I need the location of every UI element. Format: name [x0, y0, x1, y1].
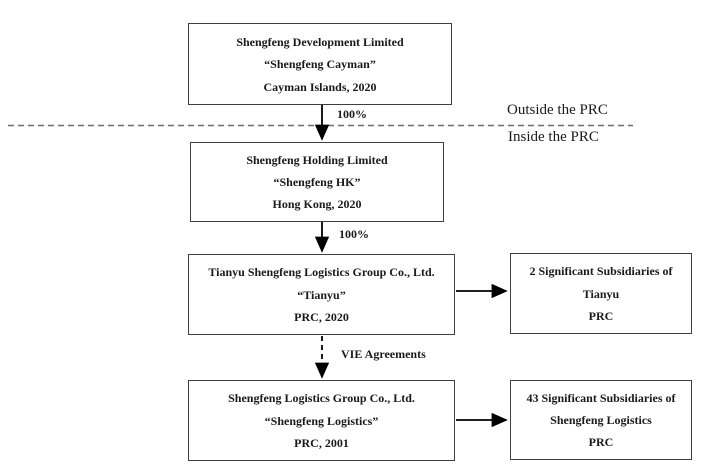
entity-box-tianyu: Tianyu Shengfeng Logistics Group Co., Lt… — [188, 254, 455, 335]
ownership-label-cayman-hk: 100% — [337, 107, 367, 121]
entity-shortname: “Shengfeng Cayman” — [264, 57, 376, 71]
entity-shortname: Tianyu — [582, 286, 620, 301]
entity-name: Tianyu Shengfeng Logistics Group Co., Lt… — [208, 265, 435, 280]
entity-jurisdiction: PRC, 2020 — [294, 309, 349, 324]
entity-jurisdiction: PRC, 2001 — [294, 435, 349, 450]
inside-prc-label: Inside the PRC — [508, 129, 599, 145]
entity-box-shengfeng-cayman: Shengfeng Development Limited “Shengfeng… — [188, 23, 452, 105]
entity-name: 2 Significant Subsidiaries of — [529, 264, 673, 279]
entity-name: Shengfeng Holding Limited — [246, 153, 388, 167]
entity-jurisdiction: Cayman Islands, 2020 — [263, 79, 377, 94]
entity-shortname: “Tianyu” — [297, 287, 346, 302]
entity-name: 43 Significant Subsidiaries of — [526, 391, 676, 405]
entity-jurisdiction: Hong Kong, 2020 — [272, 197, 362, 211]
entity-name: Shengfeng Development Limited — [236, 34, 404, 49]
entity-box-shengfeng-hk: Shengfeng Holding Limited “Shengfeng HK”… — [190, 142, 444, 222]
ownership-label-hk-tianyu: 100% — [339, 227, 369, 241]
entity-jurisdiction: PRC — [588, 308, 614, 323]
outside-prc-label: Outside the PRC — [507, 102, 608, 118]
vie-agreements-label: VIE Agreements — [341, 347, 426, 361]
entity-box-logistics-subsidiaries: 43 Significant Subsidiaries of Shengfeng… — [510, 380, 692, 460]
entity-box-shengfeng-logistics: Shengfeng Logistics Group Co., Ltd. “She… — [188, 380, 455, 461]
entity-shortname: “Shengfeng HK” — [273, 175, 361, 189]
entity-name: Shengfeng Logistics Group Co., Ltd. — [228, 391, 415, 406]
entity-shortname: “Shengfeng Logistics” — [264, 413, 379, 428]
entity-jurisdiction: PRC — [588, 435, 614, 449]
entity-shortname: Shengfeng Logistics — [550, 413, 652, 427]
entity-box-tianyu-subsidiaries: 2 Significant Subsidiaries of Tianyu PRC — [510, 253, 692, 334]
